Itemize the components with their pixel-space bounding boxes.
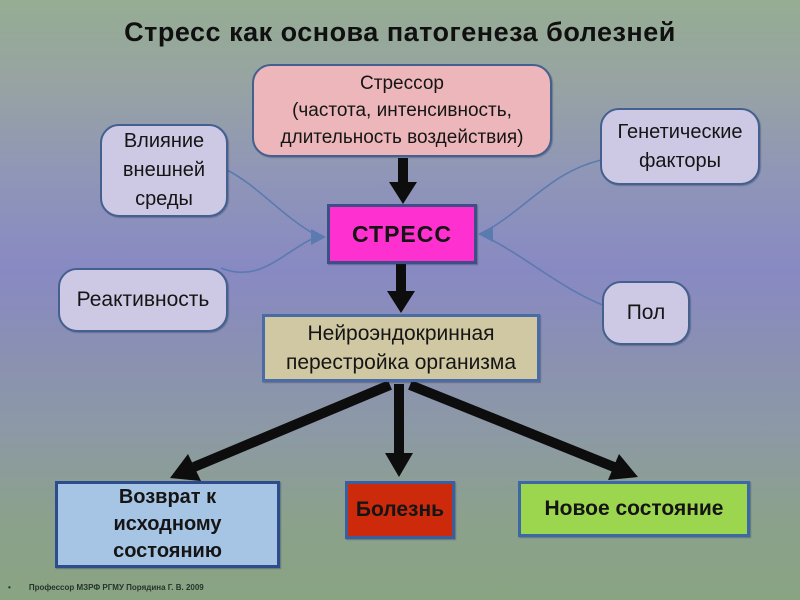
arrow-stress-to-neuroendocrine-icon (387, 264, 415, 313)
arrow-neuroendocrine-to-disease-icon (385, 384, 413, 477)
footer-text: Профессор МЗРФ РГМУ Порядина Г. В. 2009 (28, 583, 204, 592)
right-connector-arrowhead-icon (478, 226, 493, 242)
connector-environment-to-stress-icon (226, 169, 315, 235)
arrow-stressor-to-stress-icon (389, 158, 417, 204)
connector-reactivity-to-stress-icon (220, 237, 315, 274)
footer-bullet: • (8, 583, 11, 592)
return-to-initial-state-box: Возврат к исходному состоянию (55, 481, 280, 568)
arrow-neuroendocrine-to-newstate-icon (408, 380, 638, 480)
connector-genetic-to-stress-icon (487, 159, 602, 231)
genetic-factors-box: Генетические факторы (600, 108, 760, 185)
arrow-neuroendocrine-to-return-icon (170, 380, 392, 481)
stressor-box: Стрессор (частота, интенсивность, длител… (252, 64, 552, 157)
new-state-box: Новое состояние (518, 481, 750, 537)
left-connector-arrowhead-icon (311, 229, 326, 245)
connector-gender-to-stress-icon (487, 237, 606, 307)
gender-box: Пол (602, 281, 690, 345)
reactivity-box: Реактивность (58, 268, 228, 332)
disease-box: Болезнь (345, 481, 455, 539)
footer-credit: • Профессор МЗРФ РГМУ Порядина Г. В. 200… (8, 583, 204, 592)
slide-title: Стресс как основа патогенеза болезней (124, 17, 676, 47)
environment-influence-box: Влияние внешней среды (100, 124, 228, 217)
stress-box: СТРЕСС (327, 204, 477, 264)
neuroendocrine-box: Нейроэндокринная перестройка организма (262, 314, 540, 382)
